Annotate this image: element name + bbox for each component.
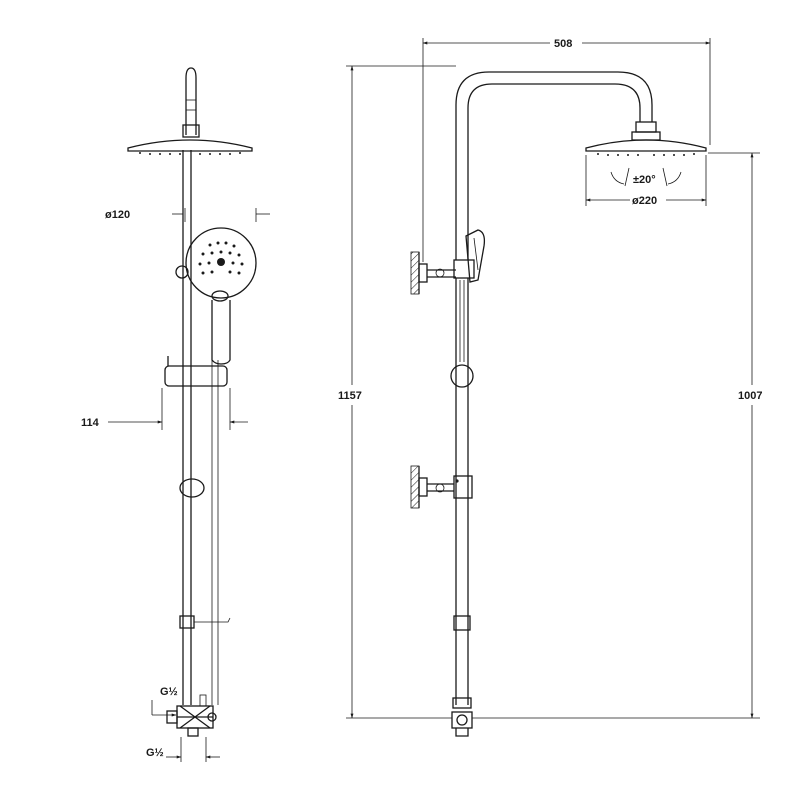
front-head-height-label: 1007 [738,390,762,402]
front-hand-shower [465,229,486,283]
side-slider [164,365,228,387]
front-pipe-joint [453,615,471,631]
front-shower-head [585,139,707,152]
side-arm-connector [182,124,200,138]
front-head-nozzles [597,153,695,156]
hand-shower-face [185,227,257,299]
front-wall-upper [410,251,420,295]
front-overall-height-label: 1157 [338,390,362,402]
side-wall-bracket-upper [175,265,189,279]
front-holder-upper [453,259,475,279]
hand-shower-button [211,290,229,302]
front-arm-connector [635,121,657,133]
side-wall-bracket-lower [179,478,205,498]
side-shower-head [127,139,253,152]
front-reach-label: 508 [554,38,572,50]
front-gooseneck-outer [455,71,653,260]
front-gooseneck-inner [467,83,641,260]
side-head-nozzles [139,152,241,155]
side-view: ø120 114 G½ G½ [81,67,270,762]
front-diverter-body [451,711,473,729]
side-pipe-joint [179,615,195,629]
side-inlet-nut [187,727,199,737]
front-view: ±20° ø220 508 [338,38,762,737]
front-head-diameter-label: ø220 [632,195,657,207]
side-shower-arm [185,67,197,135]
front-slider [450,364,474,388]
side-inlet-top-label: G½ [160,686,178,698]
side-head-diameter-label: ø120 [105,209,130,221]
side-inlet-bottom-label: G½ [146,747,164,759]
front-holder-lower [453,475,473,499]
hand-shower-handle [211,300,231,365]
front-diverter-top [452,697,472,709]
front-tilt-label: ±20° [633,174,656,186]
front-wall-lower [410,465,420,509]
side-projection-label: 114 [81,417,100,429]
hand-shower-nozzles [198,241,244,275]
